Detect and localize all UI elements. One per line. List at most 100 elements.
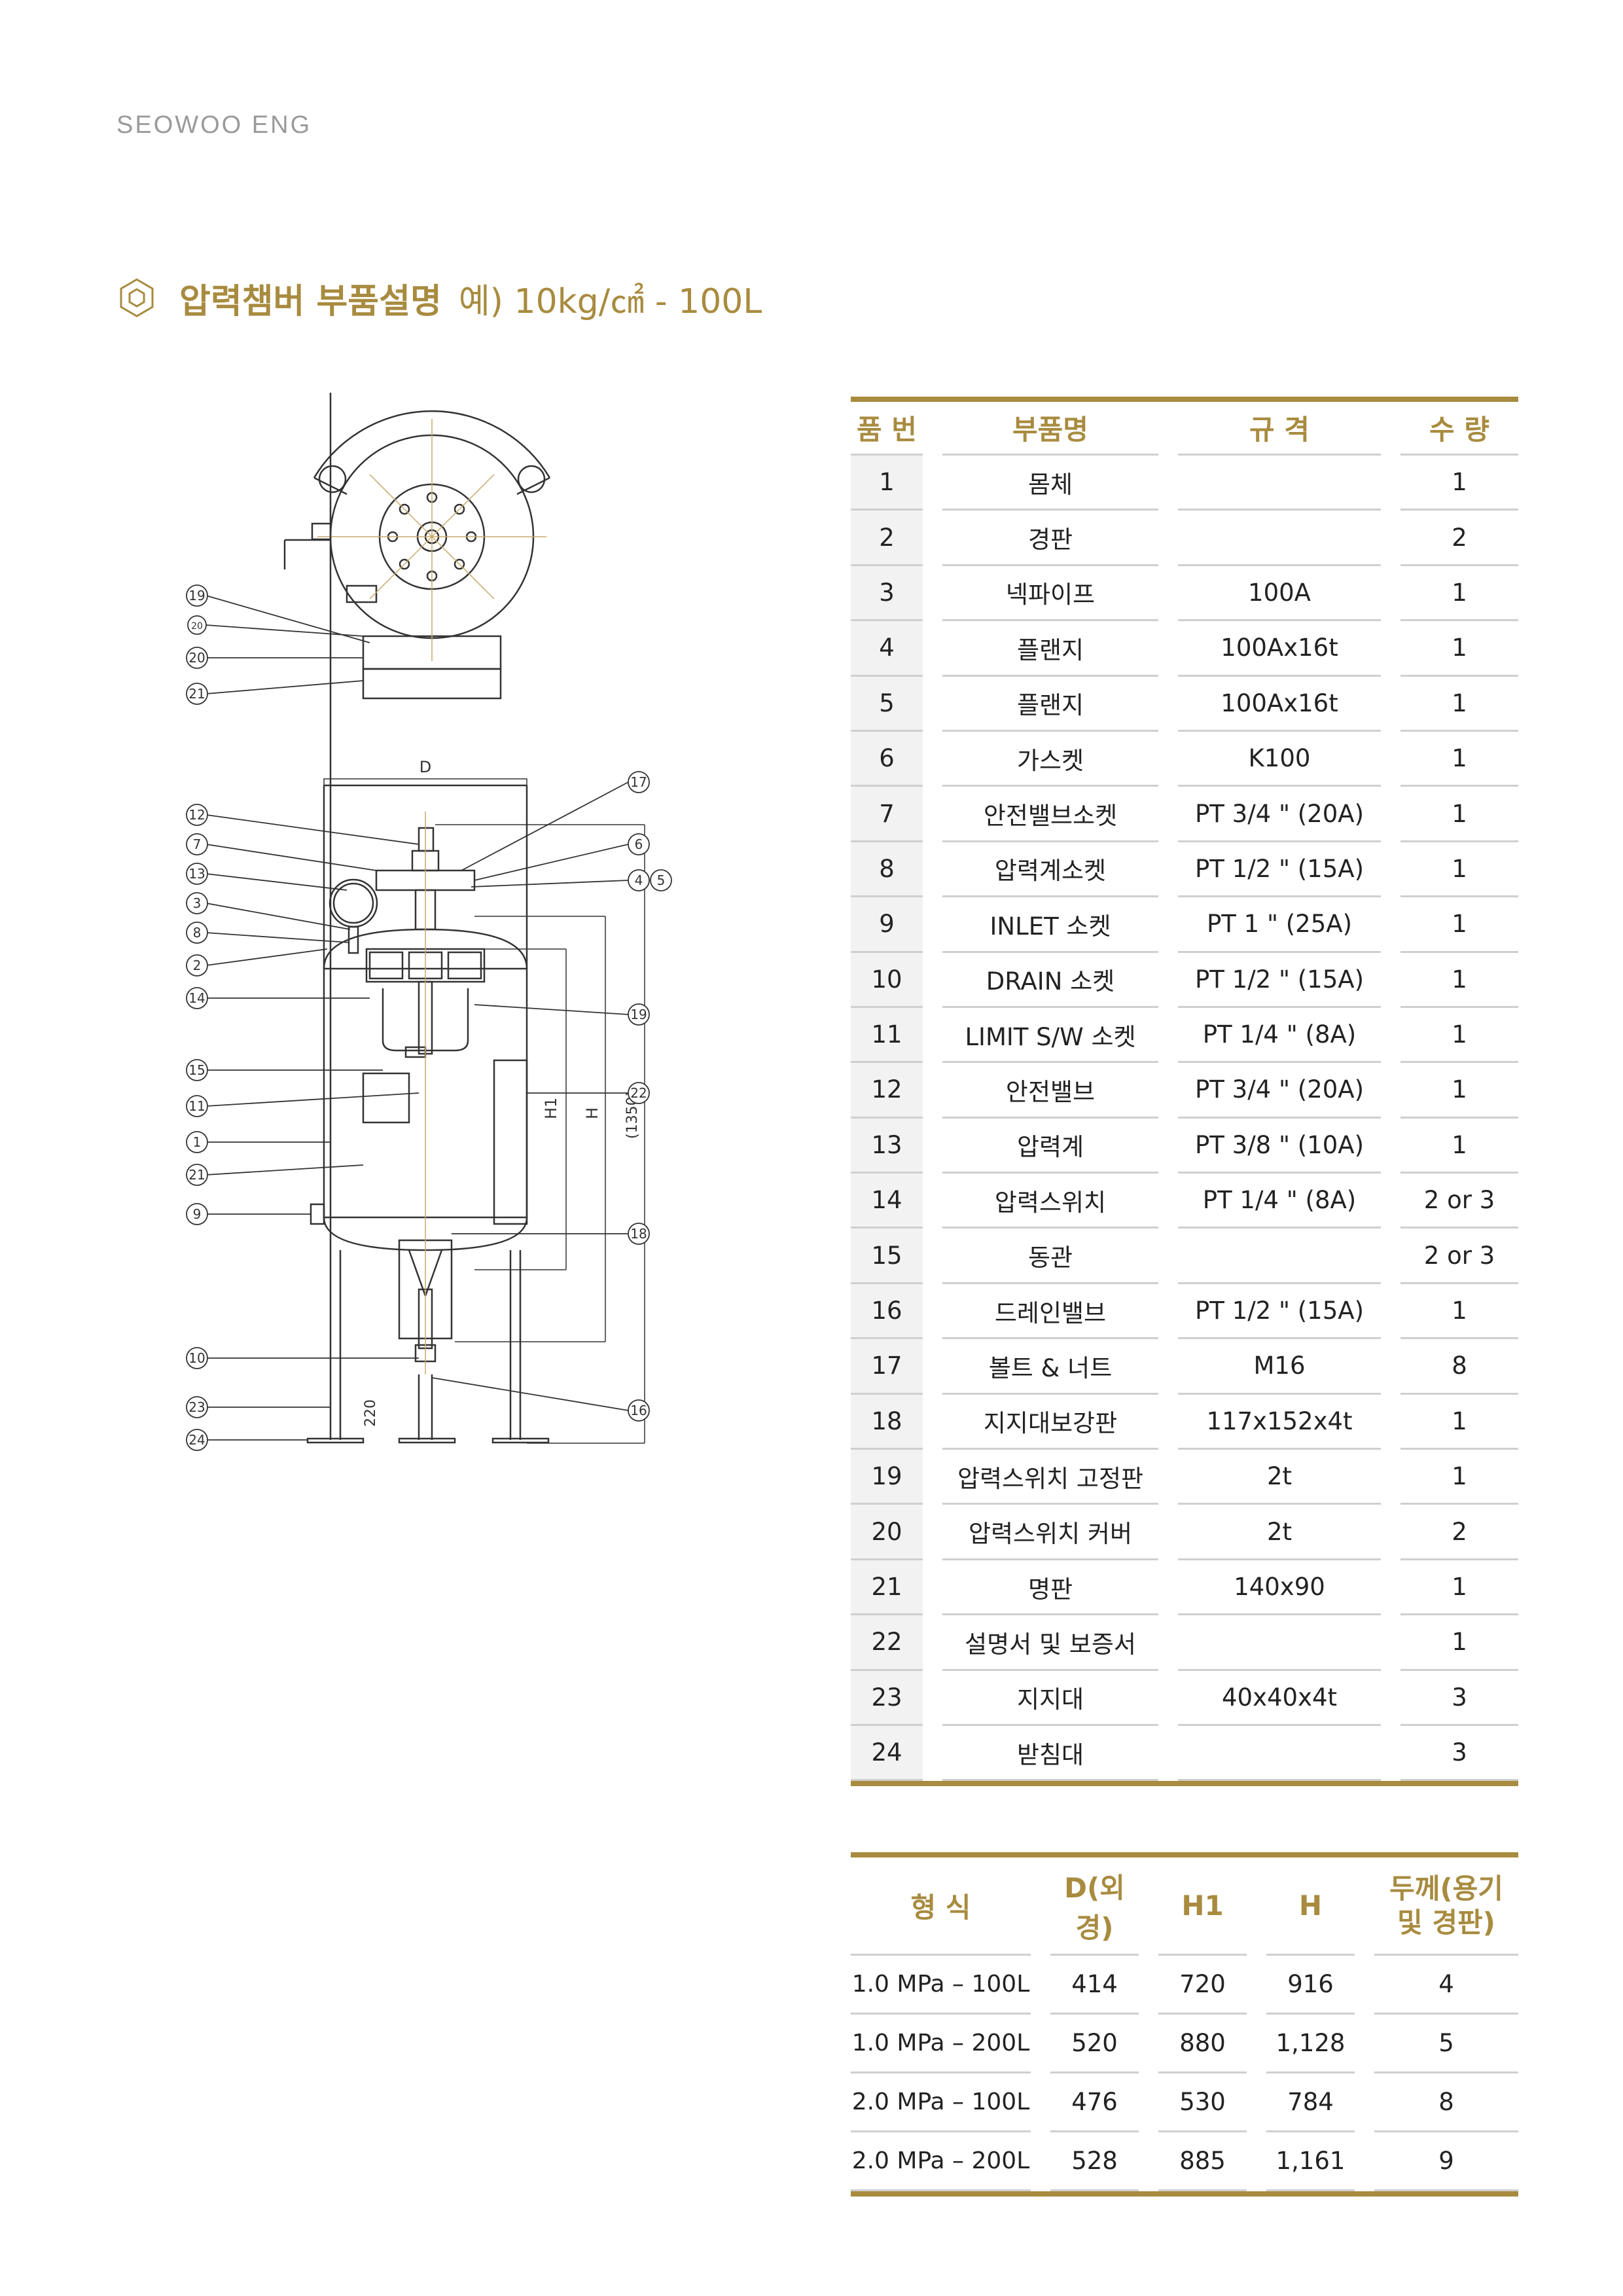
column-gap xyxy=(1031,2073,1050,2132)
column-gap xyxy=(923,1560,942,1615)
h1-cell: 880 xyxy=(1158,2015,1247,2073)
column-gap xyxy=(923,1174,942,1229)
column-gap xyxy=(1381,1671,1400,1726)
part-spec-cell xyxy=(1178,456,1381,511)
header-spec: 규 격 xyxy=(1178,402,1381,456)
callout-2: 2 xyxy=(186,954,208,977)
thickness-cell: 8 xyxy=(1374,2073,1518,2132)
column-gap xyxy=(1355,2073,1374,2132)
part-spec-cell: 140x90 xyxy=(1178,1560,1381,1616)
diameter-cell: 528 xyxy=(1050,2132,1139,2191)
svg-text:1: 1 xyxy=(193,1134,202,1150)
part-no-cell: 18 xyxy=(851,1394,923,1450)
callout-20-top-small: 20 xyxy=(187,615,207,635)
part-qty-cell: 1 xyxy=(1400,456,1518,511)
header-part-no: 품 번 xyxy=(851,402,923,456)
part-spec-cell: M16 xyxy=(1178,1339,1381,1395)
column-gap xyxy=(1158,1560,1178,1615)
column-gap xyxy=(1355,1956,1374,2015)
column-gap xyxy=(1139,1956,1158,2015)
part-no-cell: 22 xyxy=(851,1615,923,1671)
part-spec-cell: 100Ax16t xyxy=(1178,621,1381,677)
part-spec-cell: K100 xyxy=(1178,732,1381,787)
model-table-bottom-rule xyxy=(851,2191,1518,2197)
column-gap xyxy=(1031,2132,1050,2191)
part-name-cell: 압력계소켓 xyxy=(942,842,1158,898)
part-no-cell: 4 xyxy=(851,621,923,677)
dim-h1: H1 xyxy=(542,1098,560,1119)
callout-12: 12 xyxy=(186,804,208,826)
callout-11: 11 xyxy=(186,1095,208,1117)
model-cell: 2.0 MPa – 100L xyxy=(851,2073,1031,2132)
part-spec-cell: 100Ax16t xyxy=(1178,677,1381,732)
part-qty-cell: 2 xyxy=(1400,1505,1518,1560)
part-spec-cell: PT 1 " (25A) xyxy=(1178,897,1381,953)
part-spec-cell: PT 1/4 " (8A) xyxy=(1178,1174,1381,1229)
callout-9: 9 xyxy=(186,1203,208,1225)
part-spec-cell: 40x40x4t xyxy=(1178,1671,1381,1726)
part-no-cell: 10 xyxy=(851,952,923,1008)
part-name-cell: 플랜지 xyxy=(942,621,1158,677)
column-gap xyxy=(1031,1956,1050,2015)
column-gap xyxy=(1247,2073,1266,2132)
svg-text:18: 18 xyxy=(630,1226,647,1242)
parts-table-bottom-rule xyxy=(851,1781,1518,1787)
part-qty-cell: 3 xyxy=(1400,1671,1518,1726)
svg-text:14: 14 xyxy=(188,990,205,1006)
part-name-cell: 지지대 xyxy=(942,1671,1158,1726)
column-gap xyxy=(923,511,942,565)
column-gap xyxy=(1158,621,1178,676)
part-no-cell: 3 xyxy=(851,565,923,622)
dim-d: D xyxy=(419,758,431,776)
thickness-cell: 5 xyxy=(1374,2015,1518,2073)
parts-table-top-rule xyxy=(851,397,1518,402)
column-gap xyxy=(1158,1119,1178,1174)
svg-text:6: 6 xyxy=(635,836,643,852)
column-gap xyxy=(1381,787,1400,842)
svg-text:21: 21 xyxy=(188,686,205,702)
h-cell: 1,161 xyxy=(1266,2132,1355,2191)
callout-8: 8 xyxy=(186,922,208,944)
callout-19-top: 19 xyxy=(186,584,208,607)
column-gap xyxy=(1381,456,1400,511)
column-gap xyxy=(1247,2132,1266,2191)
part-name-cell: 지지대보강판 xyxy=(942,1395,1158,1450)
part-name-cell: INLET 소켓 xyxy=(942,897,1158,953)
column-gap xyxy=(1381,1119,1400,1174)
column-gap xyxy=(1381,1395,1400,1450)
column-gap xyxy=(923,1063,942,1118)
part-qty-cell: 1 xyxy=(1400,1119,1518,1174)
part-name-cell: 몸체 xyxy=(942,456,1158,511)
column-gap xyxy=(1381,953,1400,1008)
part-qty-cell: 1 xyxy=(1400,842,1518,898)
column-gap xyxy=(1381,566,1400,621)
column-gap xyxy=(1158,456,1178,511)
svg-text:21: 21 xyxy=(188,1167,205,1183)
svg-text:23: 23 xyxy=(188,1399,205,1415)
column-gap xyxy=(1158,1615,1178,1670)
column-gap xyxy=(923,1229,942,1283)
part-no-cell: 12 xyxy=(851,1063,923,1119)
callout-23: 23 xyxy=(186,1396,208,1418)
column-gap xyxy=(1158,953,1178,1008)
callout-16: 16 xyxy=(628,1399,650,1422)
section-title: 압력챔버 부품설명 예) 10kg/㎠ - 100L xyxy=(116,268,762,327)
column-gap xyxy=(923,677,942,732)
header-h: H xyxy=(1266,1857,1355,1956)
part-spec-cell: PT 1/2 " (15A) xyxy=(1178,953,1381,1008)
column-gap xyxy=(1158,1726,1178,1781)
top-view-guard xyxy=(313,410,551,478)
svg-text:13: 13 xyxy=(188,866,205,882)
part-qty-cell: 8 xyxy=(1400,1339,1518,1395)
h1-cell: 530 xyxy=(1158,2073,1247,2132)
header-qty: 수 량 xyxy=(1400,402,1518,456)
column-gap xyxy=(1381,1450,1400,1505)
